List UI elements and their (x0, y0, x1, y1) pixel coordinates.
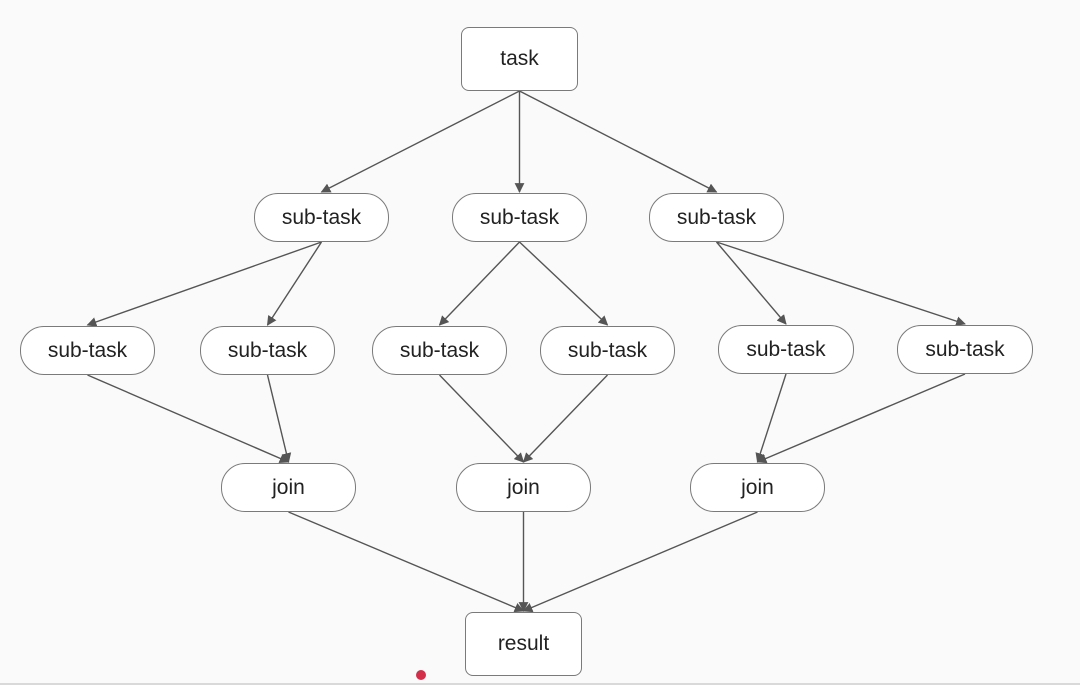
edge-join_c-to-result (522, 511, 758, 613)
node-subtask-l2-c-label: sub-task (399, 338, 480, 362)
node-task-label: task (500, 47, 539, 70)
node-result-label: result (497, 632, 550, 655)
node-subtask-l2-a: sub-task (20, 326, 155, 375)
edge-sub_l1_a-to-sub_l2_b (266, 241, 323, 326)
node-join-b: join (456, 463, 591, 512)
node-subtask-l1-c: sub-task (649, 193, 784, 242)
edge-task-to-sub_l1_a (320, 90, 520, 193)
node-join-b-label: join (507, 475, 540, 499)
edge-join_a-to-result (288, 511, 525, 613)
edge-task-to-sub_l1_c (519, 90, 718, 193)
bottom-divider (0, 683, 1080, 685)
node-subtask-l2-f-label: sub-task (925, 337, 1005, 361)
node-subtask-l2-d-label: sub-task (567, 338, 648, 362)
pointer-dot (416, 670, 426, 680)
node-subtask-l1-b: sub-task (452, 193, 587, 242)
edge-sub_l2_d-to-join_b (522, 374, 609, 463)
node-subtask-l1-b-label: sub-task (479, 205, 560, 229)
node-subtask-l2-b-label: sub-task (227, 338, 308, 362)
node-task: task (461, 27, 578, 91)
edge-sub_l2_b-to-join_a (266, 374, 292, 463)
edge-sub_l2_a-to-join_a (87, 374, 290, 463)
node-subtask-l2-f: sub-task (897, 325, 1033, 374)
node-subtask-l2-e-label: sub-task (746, 337, 826, 361)
edge-sub_l2_e-to-join_c (755, 373, 787, 463)
edge-sub_l1_a-to-sub_l2_a (86, 241, 322, 327)
node-join-a: join (221, 463, 356, 512)
node-subtask-l2-b: sub-task (200, 326, 335, 375)
edge-sub_l2_f-to-join_c (756, 373, 966, 464)
node-subtask-l2-c: sub-task (372, 326, 507, 375)
node-join-c-label: join (741, 475, 774, 499)
node-result: result (465, 612, 582, 676)
edge-sub_l1_b-to-sub_l2_d (519, 241, 609, 326)
node-subtask-l1-a: sub-task (254, 193, 389, 242)
node-join-c: join (690, 463, 825, 512)
node-subtask-l1-c-label: sub-task (676, 205, 757, 229)
edge-sub_l2_c-to-join_b (438, 374, 525, 463)
edge-sub_l1_c-to-sub_l2_f (716, 241, 966, 326)
edge-sub_l1_c-to-sub_l2_e (715, 241, 787, 325)
node-join-a-label: join (272, 475, 305, 499)
node-subtask-l2-a-label: sub-task (47, 338, 128, 362)
node-subtask-l1-a-label: sub-task (281, 205, 362, 229)
edge-sub_l1_b-to-sub_l2_c (438, 241, 521, 326)
node-subtask-l2-d: sub-task (540, 326, 675, 375)
node-subtask-l2-e: sub-task (718, 325, 854, 374)
